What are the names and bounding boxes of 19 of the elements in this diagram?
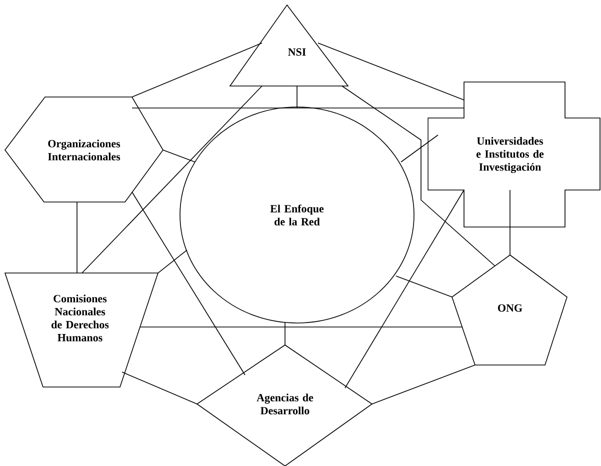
connector-line (284, 322, 286, 346)
connector-line (158, 250, 188, 274)
connector-line (140, 326, 462, 328)
pentagon-node: ONG (452, 254, 568, 366)
connector-line (162, 150, 196, 162)
connector-line (82, 86, 262, 274)
connector-line (400, 134, 438, 162)
ellipse-node: El Enfoque de la Red (180, 106, 414, 324)
connector-line (296, 86, 298, 108)
hexagon-node: Organizaciones Internacionales (4, 96, 164, 202)
connector-line (318, 42, 464, 100)
connector-line (372, 364, 476, 404)
cross-node: Universidades e Institutos de Investigación (428, 82, 600, 228)
connector-line (76, 202, 78, 274)
connector-line (396, 276, 452, 298)
connector-line (122, 372, 198, 404)
connector-line (342, 86, 496, 266)
connector-line (132, 192, 246, 376)
connector-line (132, 42, 262, 98)
